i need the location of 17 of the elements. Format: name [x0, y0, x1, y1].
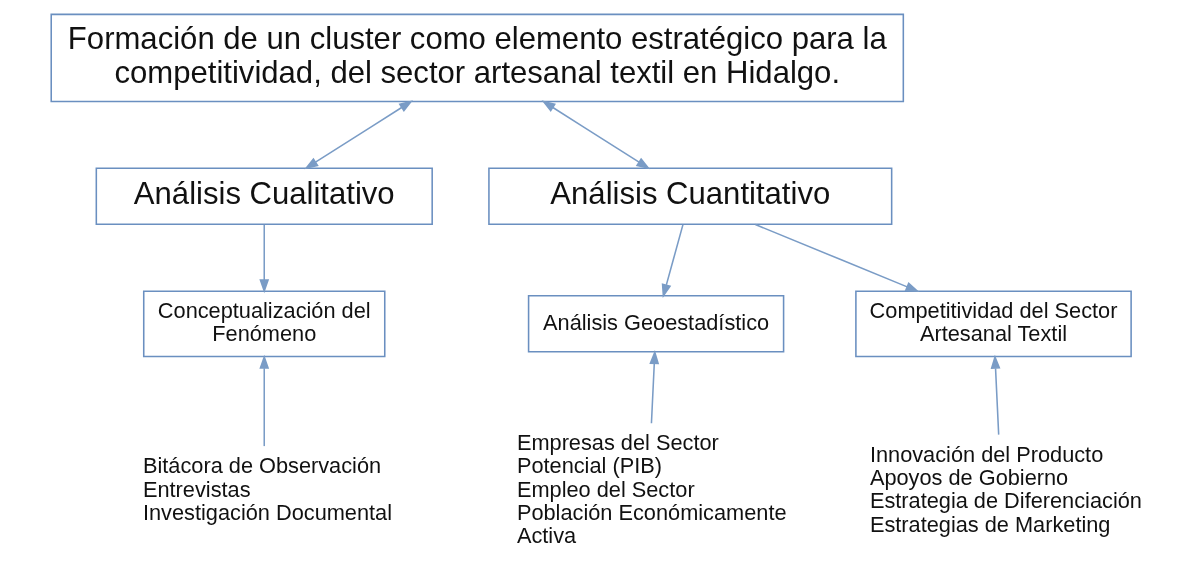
arrow	[661, 224, 684, 298]
node-text: Innovación del Producto Apoyos de Gobierno Estrategia de Diferenciación Estrategias de Marketing	[869, 441, 1142, 537]
arrow	[754, 223, 919, 292]
node-text: Bitácora de Observación Entrevistas Investigación Documental	[142, 453, 392, 526]
arrow	[258, 224, 269, 294]
arrow	[258, 354, 269, 447]
arrow	[648, 350, 659, 425]
node-box: Formación de un cluster como elemento estratégico para la competitividad, del sector artesanal textil en Hidalgo.	[49, 13, 904, 103]
node-box: Competitividad del Sector Artesanal Textil	[854, 290, 1132, 358]
arrow	[303, 100, 413, 170]
node-box: Análisis Cuantitativo	[487, 167, 892, 226]
node-box: Conceptualización del Fenómeno	[142, 290, 386, 358]
node-box: Análisis Geoestadístico	[527, 295, 784, 353]
arrow	[990, 354, 1000, 436]
node-box: Análisis Cualitativo	[95, 167, 433, 226]
node-text: Empresas del Sector Potencial (PIB) Empleo del Sector Población Económicamente Activa	[516, 430, 787, 549]
arrow	[541, 100, 650, 170]
